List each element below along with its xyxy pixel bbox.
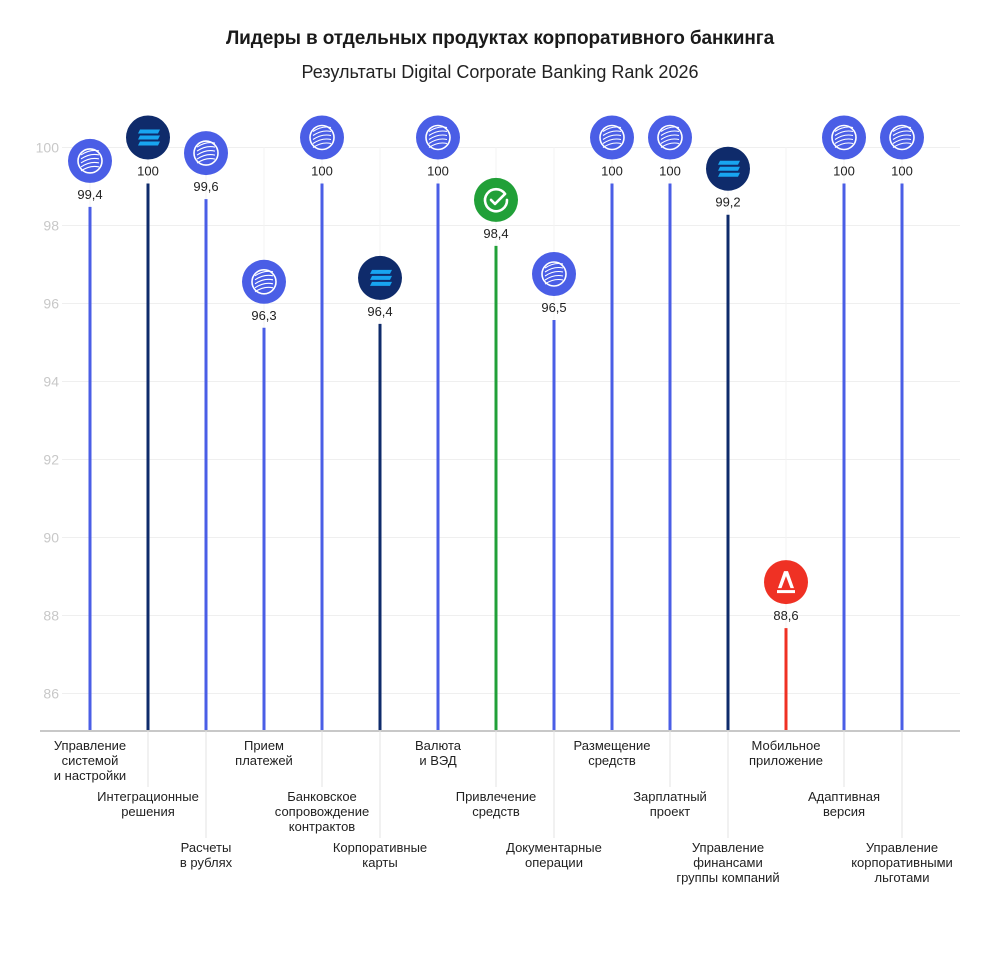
y-tick-label: 94 xyxy=(43,374,59,390)
category-label: Прием xyxy=(244,738,284,753)
category-label: средств xyxy=(472,804,520,819)
chart-subtitle: Результаты Digital Corporate Banking Ran… xyxy=(301,62,699,82)
category-label: Управление xyxy=(866,840,938,855)
value-label: 100 xyxy=(601,164,623,179)
value-label: 96,3 xyxy=(251,308,276,323)
gazprombank-logo-icon xyxy=(590,115,634,160)
value-label: 100 xyxy=(311,164,333,179)
category-label: сопровождение xyxy=(275,804,369,819)
y-tick-label: 90 xyxy=(43,530,59,546)
y-tick-label: 88 xyxy=(43,608,59,624)
gazprombank-logo-icon xyxy=(184,131,228,176)
gazprombank-logo-icon xyxy=(242,259,286,304)
sovcombank-logo-icon xyxy=(706,146,750,191)
value-label: 99,6 xyxy=(193,179,218,194)
sber-logo-icon xyxy=(474,177,518,222)
category-label: Привлечение xyxy=(456,789,537,804)
category-label: карты xyxy=(362,855,397,870)
bank-markers: 99,4 100 99,6 96,3 100 96,4 100 98,4 96,5 100 100 9… xyxy=(68,115,924,623)
chart-title: Лидеры в отдельных продуктах корпоративн… xyxy=(225,28,775,49)
gazprombank-logo-icon xyxy=(880,115,924,160)
gazprombank-logo-icon xyxy=(822,115,866,160)
category-label: операции xyxy=(525,855,583,870)
value-label: 100 xyxy=(659,164,681,179)
category-label: Мобильное xyxy=(752,738,821,753)
gazprombank-logo-icon xyxy=(68,138,112,183)
value-label: 100 xyxy=(427,164,449,179)
category-label: платежей xyxy=(235,753,293,768)
y-tick-label: 92 xyxy=(43,452,59,468)
value-label: 96,5 xyxy=(541,300,566,315)
category-label: Банковское xyxy=(287,789,357,804)
category-label: Корпоративные xyxy=(333,840,427,855)
category-label: Валюта xyxy=(415,738,462,753)
category-label: версия xyxy=(823,804,865,819)
grid-lines xyxy=(62,147,960,731)
category-label: и настройки xyxy=(54,768,126,783)
value-label: 100 xyxy=(891,164,913,179)
category-label: Адаптивная xyxy=(808,789,880,804)
gazprombank-logo-icon xyxy=(300,115,344,160)
y-tick-label: 100 xyxy=(36,140,60,156)
category-label: и ВЭД xyxy=(419,753,456,768)
category-label: Управление xyxy=(692,840,764,855)
category-label: решения xyxy=(121,804,175,819)
value-label: 96,4 xyxy=(367,304,392,319)
category-label: корпоративными xyxy=(851,855,953,870)
gazprombank-logo-icon xyxy=(532,252,576,296)
category-label: льготами xyxy=(875,870,930,885)
y-tick-label: 86 xyxy=(43,686,59,702)
category-label: системой xyxy=(62,753,119,768)
alfa-bank-logo-icon xyxy=(764,560,808,605)
y-axis-ticks: 86 88 90 92 94 96 98 100 xyxy=(36,140,60,702)
category-label: контрактов xyxy=(289,819,356,834)
category-label: финансами xyxy=(693,855,762,870)
category-label: группы компаний xyxy=(676,870,779,885)
value-label: 98,4 xyxy=(483,226,508,241)
category-label: проект xyxy=(650,804,691,819)
value-label: 100 xyxy=(137,164,159,179)
sovcombank-logo-icon xyxy=(126,115,170,160)
sovcombank-logo-icon xyxy=(358,255,402,300)
category-label: Управление xyxy=(54,738,126,753)
category-label: Размещение xyxy=(574,738,651,753)
category-label: Документарные xyxy=(506,840,602,855)
value-label: 100 xyxy=(833,164,855,179)
gazprombank-logo-icon xyxy=(416,115,460,160)
category-label: приложение xyxy=(749,753,823,768)
category-label: Расчеты xyxy=(181,840,232,855)
y-tick-label: 96 xyxy=(43,296,59,312)
category-label: Интеграционные xyxy=(97,789,199,804)
category-label: в рублях xyxy=(180,855,233,870)
value-label: 99,4 xyxy=(77,187,102,202)
category-label: средств xyxy=(588,753,636,768)
value-label: 88,6 xyxy=(773,608,798,623)
value-label: 99,2 xyxy=(715,195,740,210)
stems xyxy=(88,183,904,731)
y-tick-label: 98 xyxy=(43,218,59,234)
gazprombank-logo-icon xyxy=(648,115,692,160)
category-label: Зарплатный xyxy=(633,789,707,804)
